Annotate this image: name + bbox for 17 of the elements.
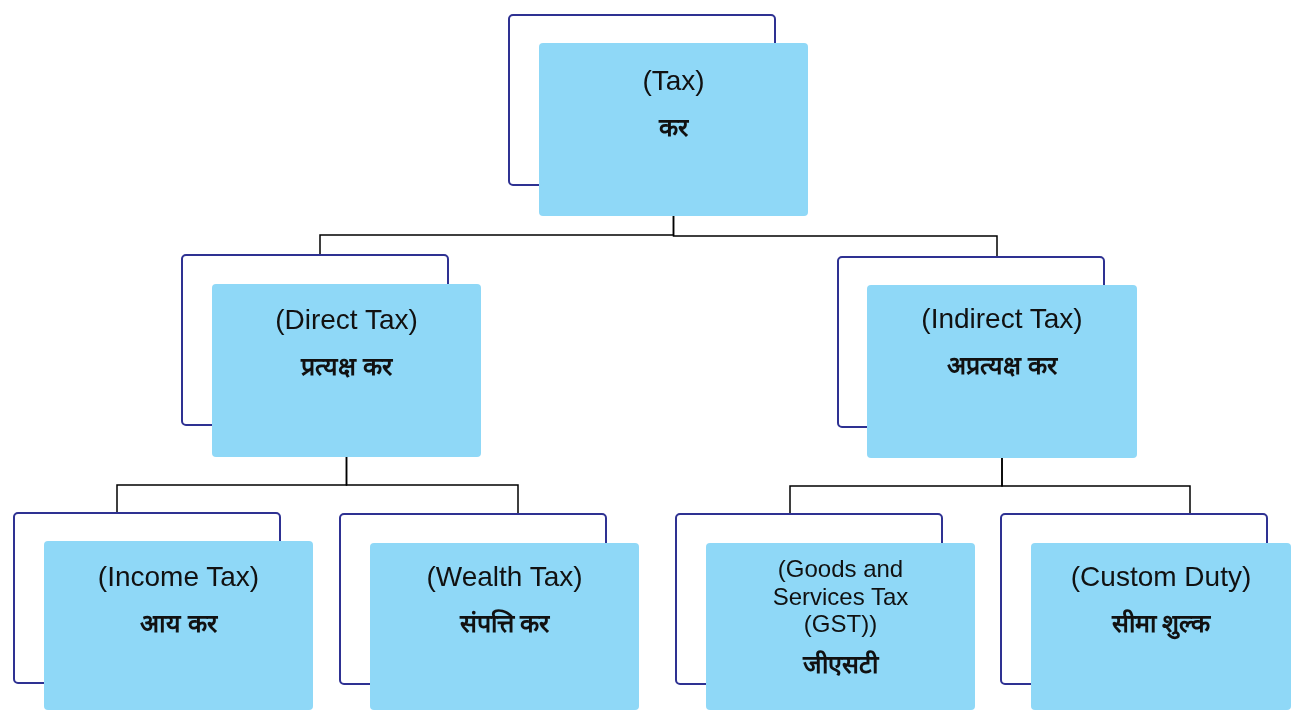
hindi-label: सीमा शुल्क (1111, 608, 1211, 640)
hindi-label: कर (659, 112, 688, 144)
hindi-label: आय कर (140, 608, 217, 640)
connector-line (1001, 457, 1191, 514)
hindi-label: संपत्ति कर (459, 608, 550, 640)
hindi-label: अप्रत्यक्ष कर (947, 350, 1057, 382)
english-label: (Indirect Tax) (920, 303, 1084, 336)
english-label: (Direct Tax) (274, 304, 419, 337)
english-label: (Income Tax) (96, 561, 261, 594)
hindi-label: प्रत्यक्ष कर (301, 351, 392, 383)
english-label: (Goods and Services Tax (GST)) (771, 555, 910, 638)
connector-line (672, 215, 998, 257)
connector-line (345, 456, 519, 514)
hindi-label: जीएसटी (803, 648, 878, 680)
english-label: (Custom Duty) (1069, 561, 1253, 594)
english-label: (Tax) (641, 65, 706, 98)
english-label: (Wealth Tax) (425, 561, 584, 594)
